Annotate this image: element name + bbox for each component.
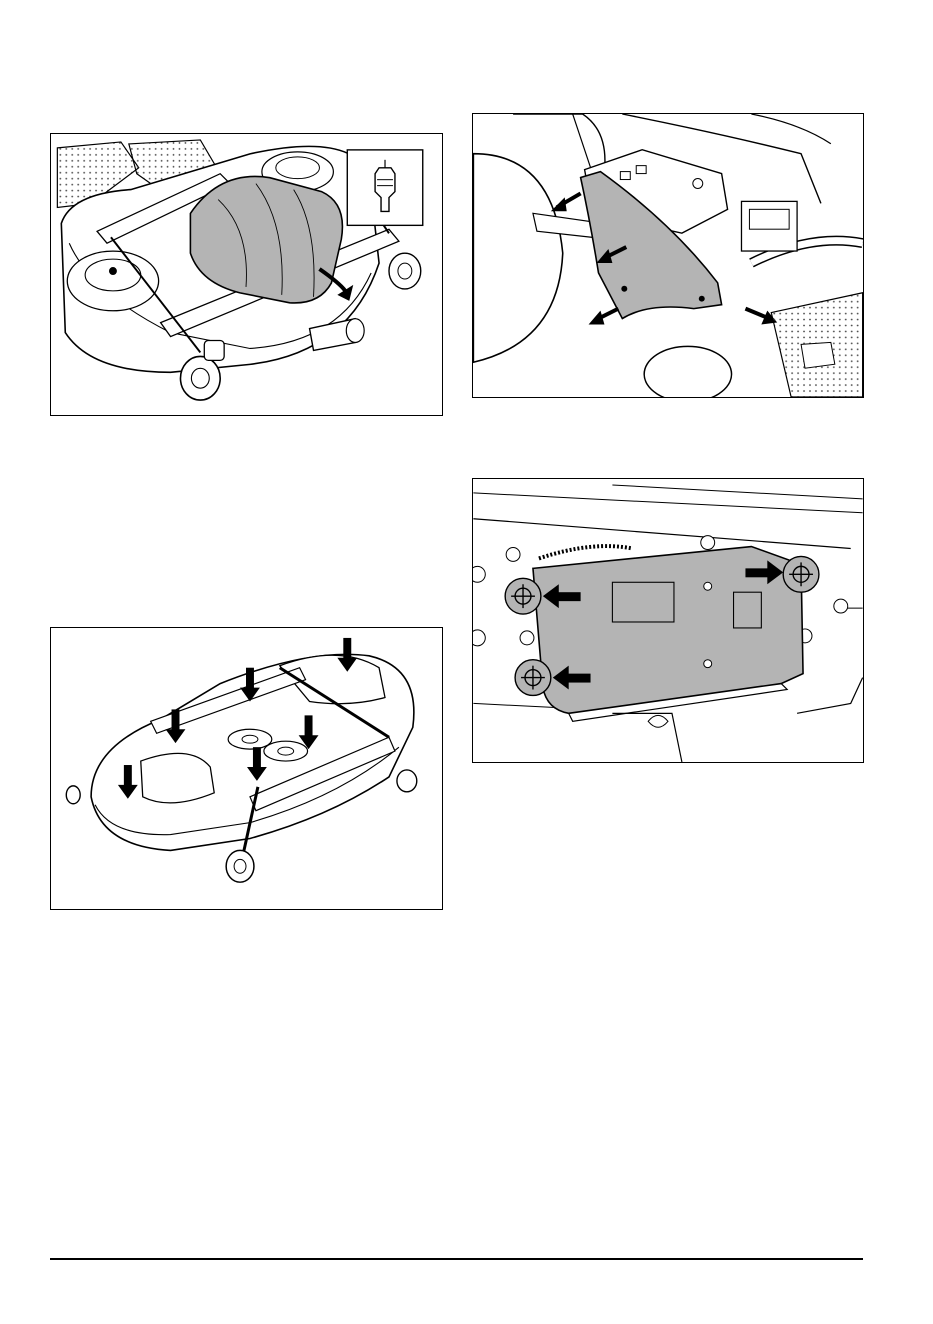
footer-rule	[50, 1258, 863, 1260]
side-panel-illustration	[473, 114, 863, 397]
figure-deck-attachment-points	[50, 627, 443, 910]
deck-belt-cover-illustration	[51, 134, 442, 415]
figure-side-panel	[472, 113, 864, 398]
figure-deck-belt-cover	[50, 133, 443, 416]
figure-control-module	[472, 478, 864, 763]
deck-attachment-illustration	[51, 628, 442, 909]
control-module-illustration	[473, 479, 863, 762]
